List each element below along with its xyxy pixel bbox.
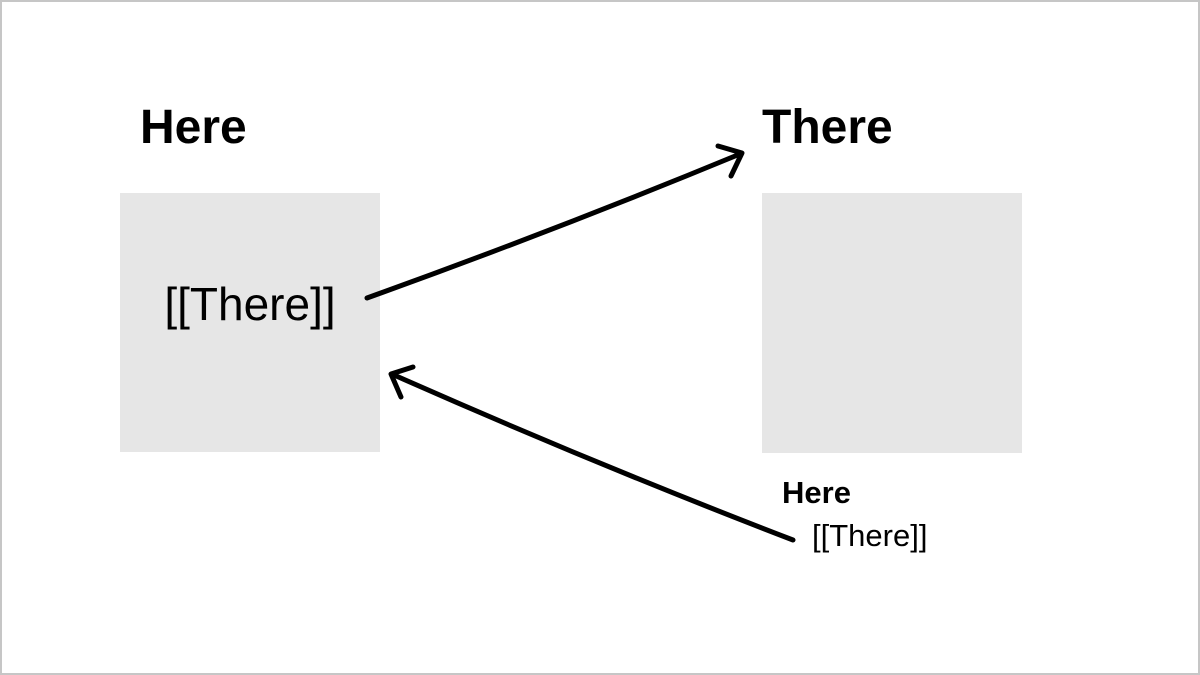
arrow-callout-to-here-icon (391, 372, 796, 543)
callout: Here [[There]] (782, 474, 927, 556)
arrow-callout-to-here-head-icon (388, 364, 416, 400)
here-note-box: [[There]] (120, 193, 380, 452)
left-section-title: Here (140, 101, 247, 154)
right-section-title: There (762, 101, 893, 154)
callout-title: Here (782, 475, 851, 510)
wikilink-text: [[There]] (164, 278, 336, 330)
arrow-here-to-there-head-icon (715, 143, 745, 179)
there-note-box (762, 193, 1022, 453)
callout-body: [[There]] (812, 517, 928, 553)
arrow-here-to-there-icon (364, 151, 743, 301)
